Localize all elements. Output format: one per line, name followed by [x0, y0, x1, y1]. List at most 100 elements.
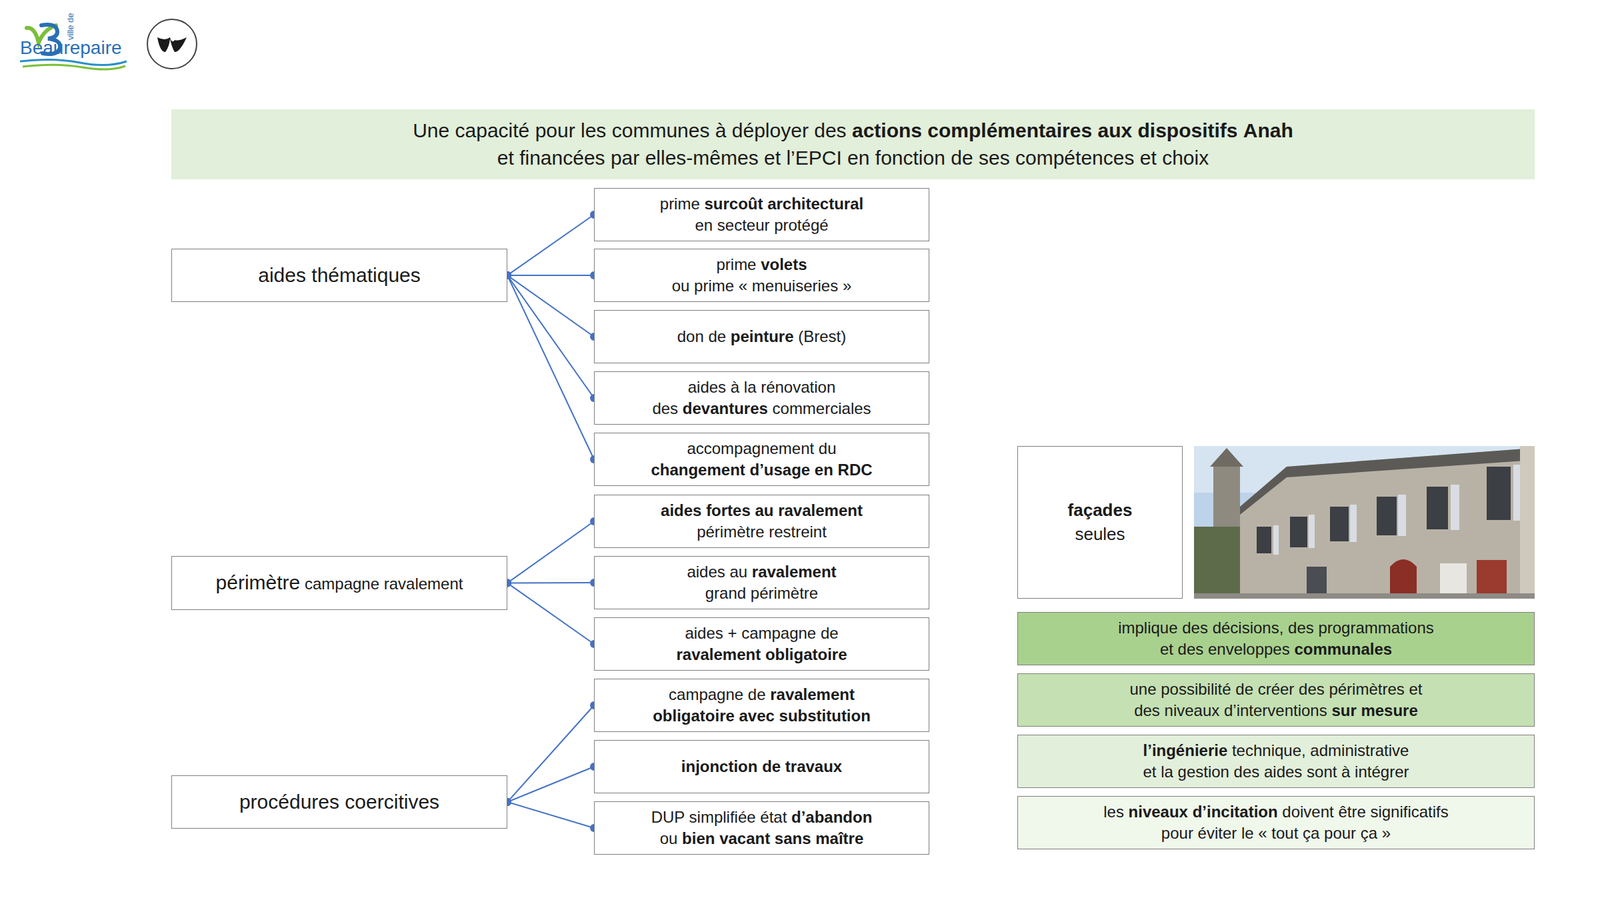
category-box: procédures coercitives	[171, 775, 508, 829]
node-text: campagne de ravalementobligatoire avec s…	[652, 684, 871, 728]
text-run: d’interventions	[1224, 701, 1328, 720]
connector-stroke	[507, 274, 594, 276]
text-run: (Brest)	[798, 327, 846, 346]
text-run: et	[1143, 762, 1157, 781]
text-run: don	[677, 327, 704, 346]
text-run: sont	[1306, 762, 1337, 781]
node-text: l’ingénierie technique, administrativeet…	[1143, 740, 1410, 784]
text-run: intégrer	[1354, 762, 1409, 781]
text-run: obligatoire	[765, 645, 848, 664]
node-text: procédures coercitives	[239, 788, 440, 816]
text-run: «	[1258, 824, 1267, 842]
node-text: Une capacité pour les communes à déploye…	[412, 117, 1294, 172]
text-run: le	[1241, 824, 1254, 842]
text-run: la	[1160, 762, 1174, 781]
text-run: compétences	[1015, 146, 1134, 169]
text-run: ses	[978, 146, 1010, 169]
text-run: aides	[686, 562, 725, 581]
measure-box: injonction de travaux	[594, 740, 930, 794]
text-run: administrative	[1310, 741, 1409, 760]
text-run: au	[729, 562, 748, 581]
text-run: des	[1182, 618, 1208, 637]
note-box: l’ingénierie technique, administrativeet…	[1017, 734, 1535, 788]
note-box: les niveaux d’incitation doivent être si…	[1017, 796, 1535, 850]
text-run: des	[1234, 762, 1260, 781]
text-run: d’incitation	[1192, 802, 1278, 821]
text-run: niveaux	[1128, 802, 1188, 821]
text-run: communales	[1294, 640, 1392, 658]
text-run: seules	[1074, 524, 1125, 544]
connector-stroke	[507, 802, 594, 828]
text-run: bien	[682, 829, 715, 848]
text-run: périmètre	[750, 584, 818, 602]
text-run: procédures	[239, 790, 340, 813]
connector-line	[503, 578, 598, 588]
text-run: en	[847, 146, 870, 169]
text-run: coercitives	[344, 790, 440, 813]
text-run: fortes	[706, 501, 751, 520]
text-run: d’usage	[749, 460, 810, 479]
text-run: les	[1103, 802, 1124, 821]
node-text: injonction de travaux	[681, 756, 842, 778]
measure-box: aides + campagne deravalement obligatoir…	[594, 617, 930, 671]
connector-line	[503, 798, 598, 832]
text-run: et	[764, 146, 781, 169]
text-run: actions	[852, 119, 922, 142]
connector-stroke	[507, 521, 594, 584]
text-run: et	[1140, 146, 1157, 169]
node-text: DUP simplifiée état d’abandonou bien vac…	[651, 806, 873, 850]
text-run: changement	[650, 460, 745, 479]
measure-box: aides à la rénovationdes devantures comm…	[594, 371, 930, 425]
category-box: aides thématiques	[171, 248, 508, 302]
measure-box: don de peinture (Brest)	[594, 310, 930, 364]
connector-stroke	[507, 766, 594, 802]
connector-stroke	[507, 583, 594, 645]
text-run: obligatoire	[652, 706, 735, 725]
text-run: la	[744, 378, 757, 396]
text-run: périmètres	[1328, 680, 1404, 698]
text-run: de	[950, 146, 973, 169]
connector-stroke	[507, 275, 594, 337]
text-run: de	[748, 685, 766, 704]
connector-line	[503, 271, 598, 464]
category-box: périmètre campagne ravalement	[171, 556, 508, 610]
text-run: ravalement	[676, 645, 761, 664]
connector-stroke	[507, 214, 594, 276]
text-run: déployer	[732, 119, 809, 142]
text-run: des	[1288, 618, 1314, 637]
connector-stroke	[507, 275, 594, 398]
text-run: secteur	[717, 216, 770, 234]
header-band: Une capacité pour les communes à déploye…	[171, 109, 1535, 180]
text-run: des	[814, 119, 846, 142]
text-run: d’abandon	[791, 808, 872, 826]
text-run: enveloppes	[1208, 640, 1290, 658]
text-run: prime	[694, 276, 734, 295]
connector-stroke	[507, 705, 594, 802]
text-run: campagne	[304, 574, 380, 593]
text-run: Anah	[1243, 119, 1294, 142]
text-run: en	[694, 216, 713, 234]
text-run: peinture	[730, 327, 794, 346]
text-run: des	[1178, 640, 1204, 658]
text-run: en	[814, 460, 834, 479]
text-run: »	[1382, 824, 1391, 842]
text-run: implique	[1118, 618, 1178, 637]
text-run: menuiseries	[752, 276, 838, 295]
text-run: injonction	[681, 757, 758, 776]
text-run: tout	[1271, 824, 1298, 842]
text-run: »	[842, 276, 852, 295]
node-text: une possibilité de créer des périmètres …	[1130, 678, 1423, 722]
text-run: être	[1338, 802, 1366, 821]
connector-line	[503, 271, 598, 402]
text-run: complémentaires	[927, 119, 1092, 142]
logo-small-text: ville de	[65, 13, 76, 40]
text-run: ravalement	[752, 562, 837, 581]
text-run: périmètre	[696, 522, 764, 541]
connector-line	[503, 701, 598, 806]
partner-logo	[147, 19, 197, 69]
text-run: volets	[760, 255, 807, 274]
measure-box: accompagnement duchangement d’usage en R…	[594, 432, 930, 486]
connector-stroke	[507, 582, 594, 584]
note-box: implique des décisions, des programmatio…	[1017, 612, 1535, 666]
connector-line	[503, 210, 598, 280]
